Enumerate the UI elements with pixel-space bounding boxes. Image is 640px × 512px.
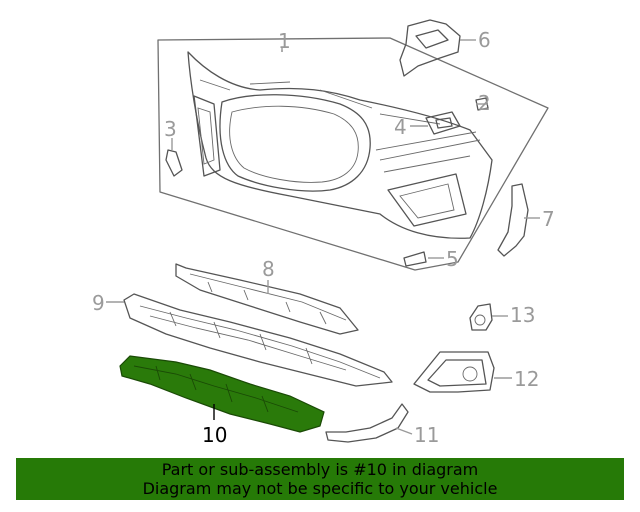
- info-banner: Part or sub-assembly is #10 in diagram D…: [16, 458, 624, 500]
- part-12-bezel[interactable]: [413, 351, 495, 393]
- part-7-bracket[interactable]: [497, 183, 529, 257]
- banner-line-1: Part or sub-assembly is #10 in diagram: [161, 460, 479, 479]
- callout-6: 6: [478, 28, 491, 52]
- callout-9: 9: [92, 291, 105, 315]
- part-5-cap[interactable]: [403, 251, 427, 267]
- part-3-cap[interactable]: [165, 149, 183, 177]
- callout-12: 12: [514, 367, 539, 391]
- callout-5: 5: [446, 247, 459, 271]
- callout-8: 8: [262, 257, 275, 281]
- part-10-spoiler[interactable]: [119, 355, 325, 433]
- part-8-reinforcement[interactable]: [175, 263, 359, 335]
- callout-2: 2: [478, 91, 491, 115]
- callout-13: 13: [510, 303, 535, 327]
- part-11-trim[interactable]: [325, 403, 409, 443]
- part-2-clip[interactable]: [475, 97, 489, 111]
- callout-11: 11: [414, 423, 439, 447]
- callout-7: 7: [542, 207, 555, 231]
- part-6-bracket[interactable]: [399, 19, 461, 77]
- callout-1: 1: [278, 29, 291, 53]
- callout-4: 4: [394, 115, 407, 139]
- parts-diagram: 1 2 3 4 5 6 7 8 9 10 11 12 13: [92, 19, 555, 447]
- part-13-grommet[interactable]: [469, 303, 493, 331]
- part-4-bracket[interactable]: [425, 111, 461, 135]
- bumper-cover-group: [157, 37, 549, 271]
- callout-10: 10: [202, 423, 227, 447]
- part-9-grille[interactable]: [123, 293, 393, 387]
- banner-line-2: Diagram may not be specific to your vehi…: [142, 479, 498, 498]
- callout-3: 3: [164, 117, 177, 141]
